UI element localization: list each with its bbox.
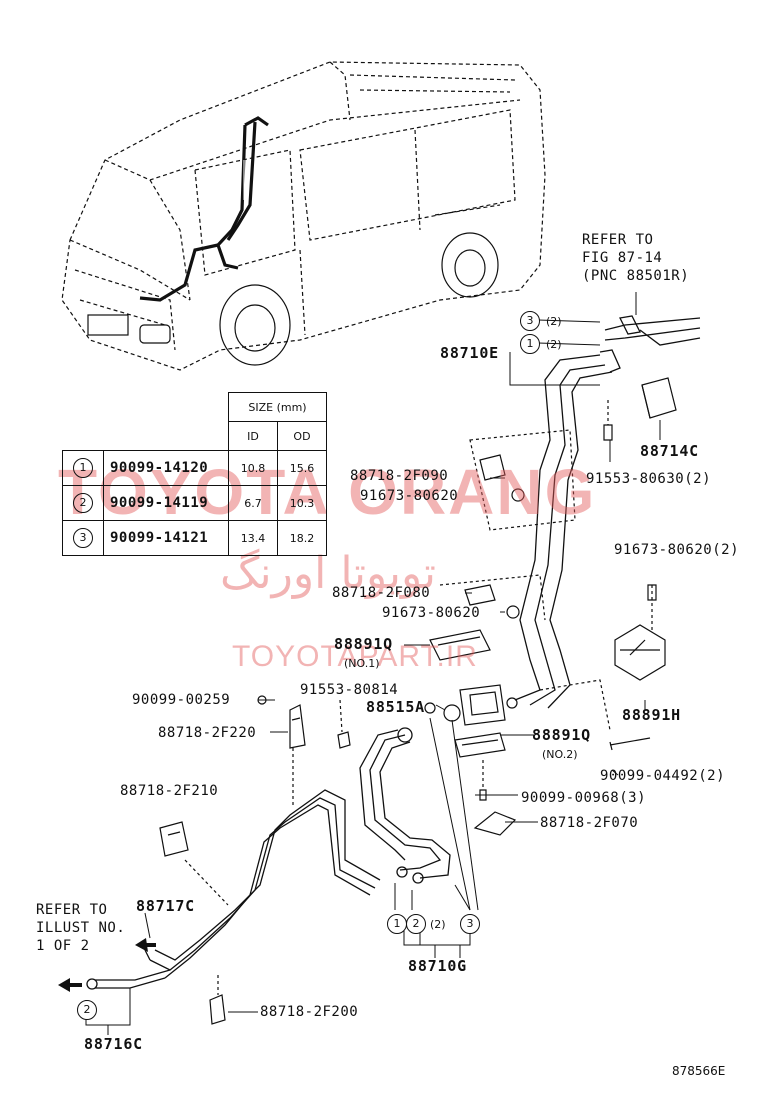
callout-88718-2F200: 88718-2F200 bbox=[260, 1004, 359, 1020]
callout-88718-2F220: 88718-2F220 bbox=[158, 725, 257, 741]
callout-90099-00259: 90099-00259 bbox=[132, 692, 231, 708]
row-number: 2 bbox=[73, 493, 93, 513]
bolt-90099-00968 bbox=[479, 760, 487, 801]
callout-88891H: 88891H bbox=[622, 706, 681, 724]
pipe-88717C-88716C bbox=[86, 789, 381, 990]
arrow-left-lower bbox=[58, 978, 82, 992]
row-number: 3 bbox=[73, 528, 93, 548]
row-od: 15.6 bbox=[277, 450, 327, 486]
clip-88718-2F070 bbox=[473, 811, 517, 836]
row-id: 13.4 bbox=[228, 520, 278, 556]
clip-88718-2F080 bbox=[464, 584, 520, 619]
callout-88717C: 88717C bbox=[136, 897, 195, 915]
callout-88718-2F070: 88718-2F070 bbox=[540, 815, 639, 831]
callout-91673-80620-2: 91673-80620(2) bbox=[614, 542, 740, 558]
bracket-88891Q-no1 bbox=[429, 629, 491, 661]
bolt-91553-80814 bbox=[337, 699, 351, 749]
circle-3-lower: 3 bbox=[460, 914, 480, 934]
circle-3-upper: 3 bbox=[520, 311, 540, 331]
label-no1: (NO.1) bbox=[344, 657, 380, 670]
qty-lower-2: (2) bbox=[430, 918, 446, 931]
callout-88710G: 88710G bbox=[408, 957, 467, 975]
circle-1-upper: 1 bbox=[520, 334, 540, 354]
size-row: 2 90099-14119 6.7 10.3 bbox=[62, 485, 327, 521]
bracket-88891Q-no2 bbox=[454, 732, 651, 758]
size-row: 3 90099-14121 13.4 18.2 bbox=[62, 520, 327, 556]
callout-91673-80620-a: 91673-80620 bbox=[360, 488, 459, 504]
row-part-number: 90099-14121 bbox=[103, 520, 229, 556]
col-id-header: ID bbox=[228, 421, 278, 451]
circle-1-lower: 1 bbox=[387, 914, 407, 934]
callout-90099-04492: 90099-04492(2) bbox=[600, 768, 726, 784]
callout-91553-80630: 91553-80630(2) bbox=[586, 471, 712, 487]
van-pipe-route bbox=[139, 116, 269, 302]
row-number: 1 bbox=[73, 458, 93, 478]
callout-88718-2F090: 88718-2F090 bbox=[350, 468, 449, 484]
callout-88714C: 88714C bbox=[640, 442, 699, 460]
pipe-88710E bbox=[514, 315, 701, 709]
col-od-header: OD bbox=[277, 421, 327, 451]
circle-2-lower: 2 bbox=[406, 914, 426, 934]
callout-91553-80814: 91553-80814 bbox=[300, 682, 399, 698]
clip-88718-2F210 bbox=[159, 821, 229, 906]
size-row: 1 90099-14120 10.8 15.6 bbox=[62, 450, 327, 486]
callout-88891Q-2: 88891Q bbox=[532, 726, 591, 744]
refer-top-line2: FIG 87-14 bbox=[582, 250, 663, 266]
figure-id: 878566E bbox=[672, 1064, 726, 1078]
callout-88710E: 88710E bbox=[440, 344, 499, 362]
callout-88891Q-1: 88891Q bbox=[334, 635, 393, 653]
row-id: 10.8 bbox=[228, 450, 278, 486]
refer-top-line3: (PNC 88501R) bbox=[582, 268, 690, 284]
clip-88718-2F200 bbox=[209, 975, 226, 1025]
qty-upper-3: (2) bbox=[546, 315, 562, 328]
size-table: SIZE (mm) ID OD 1 90099-14120 10.8 15.6 … bbox=[62, 392, 327, 556]
callout-88718-2F080: 88718-2F080 bbox=[332, 585, 431, 601]
row-od: 18.2 bbox=[277, 520, 327, 556]
pipe-88710G bbox=[359, 727, 451, 884]
callout-91673-80620-b: 91673-80620 bbox=[382, 605, 481, 621]
row-part-number: 90099-14120 bbox=[103, 450, 229, 486]
cap-88714C bbox=[641, 377, 677, 419]
bracket-88891H bbox=[539, 584, 666, 731]
callout-90099-00968: 90099-00968(3) bbox=[521, 790, 647, 806]
circle-2-bottom: 2 bbox=[77, 1000, 97, 1020]
label-no2: (NO.2) bbox=[542, 748, 578, 761]
row-part-number: 90099-14119 bbox=[103, 485, 229, 521]
row-id: 6.7 bbox=[228, 485, 278, 521]
clip-area-upper bbox=[439, 429, 576, 621]
callout-88718-2F210: 88718-2F210 bbox=[120, 783, 219, 799]
clip-88718-2F090 bbox=[479, 454, 525, 502]
size-header: SIZE (mm) bbox=[228, 392, 327, 422]
refer-left-line2: ILLUST NO. bbox=[36, 920, 126, 936]
callout-88716C: 88716C bbox=[84, 1035, 143, 1053]
refer-left-line1: REFER TO bbox=[36, 902, 108, 918]
bolt-91553-80630 bbox=[603, 400, 613, 441]
refer-left-line3: 1 OF 2 bbox=[36, 938, 90, 954]
callout-88515A: 88515A bbox=[366, 698, 425, 716]
van-wheels bbox=[87, 232, 499, 366]
arrow-left-upper bbox=[135, 938, 156, 952]
row-od: 10.3 bbox=[277, 485, 327, 521]
van-illustration bbox=[61, 61, 546, 371]
block-88515A bbox=[424, 684, 518, 726]
qty-upper-1: (2) bbox=[546, 338, 562, 351]
clip-88718-2F220 bbox=[289, 704, 306, 805]
refer-top-line1: REFER TO bbox=[582, 232, 654, 248]
